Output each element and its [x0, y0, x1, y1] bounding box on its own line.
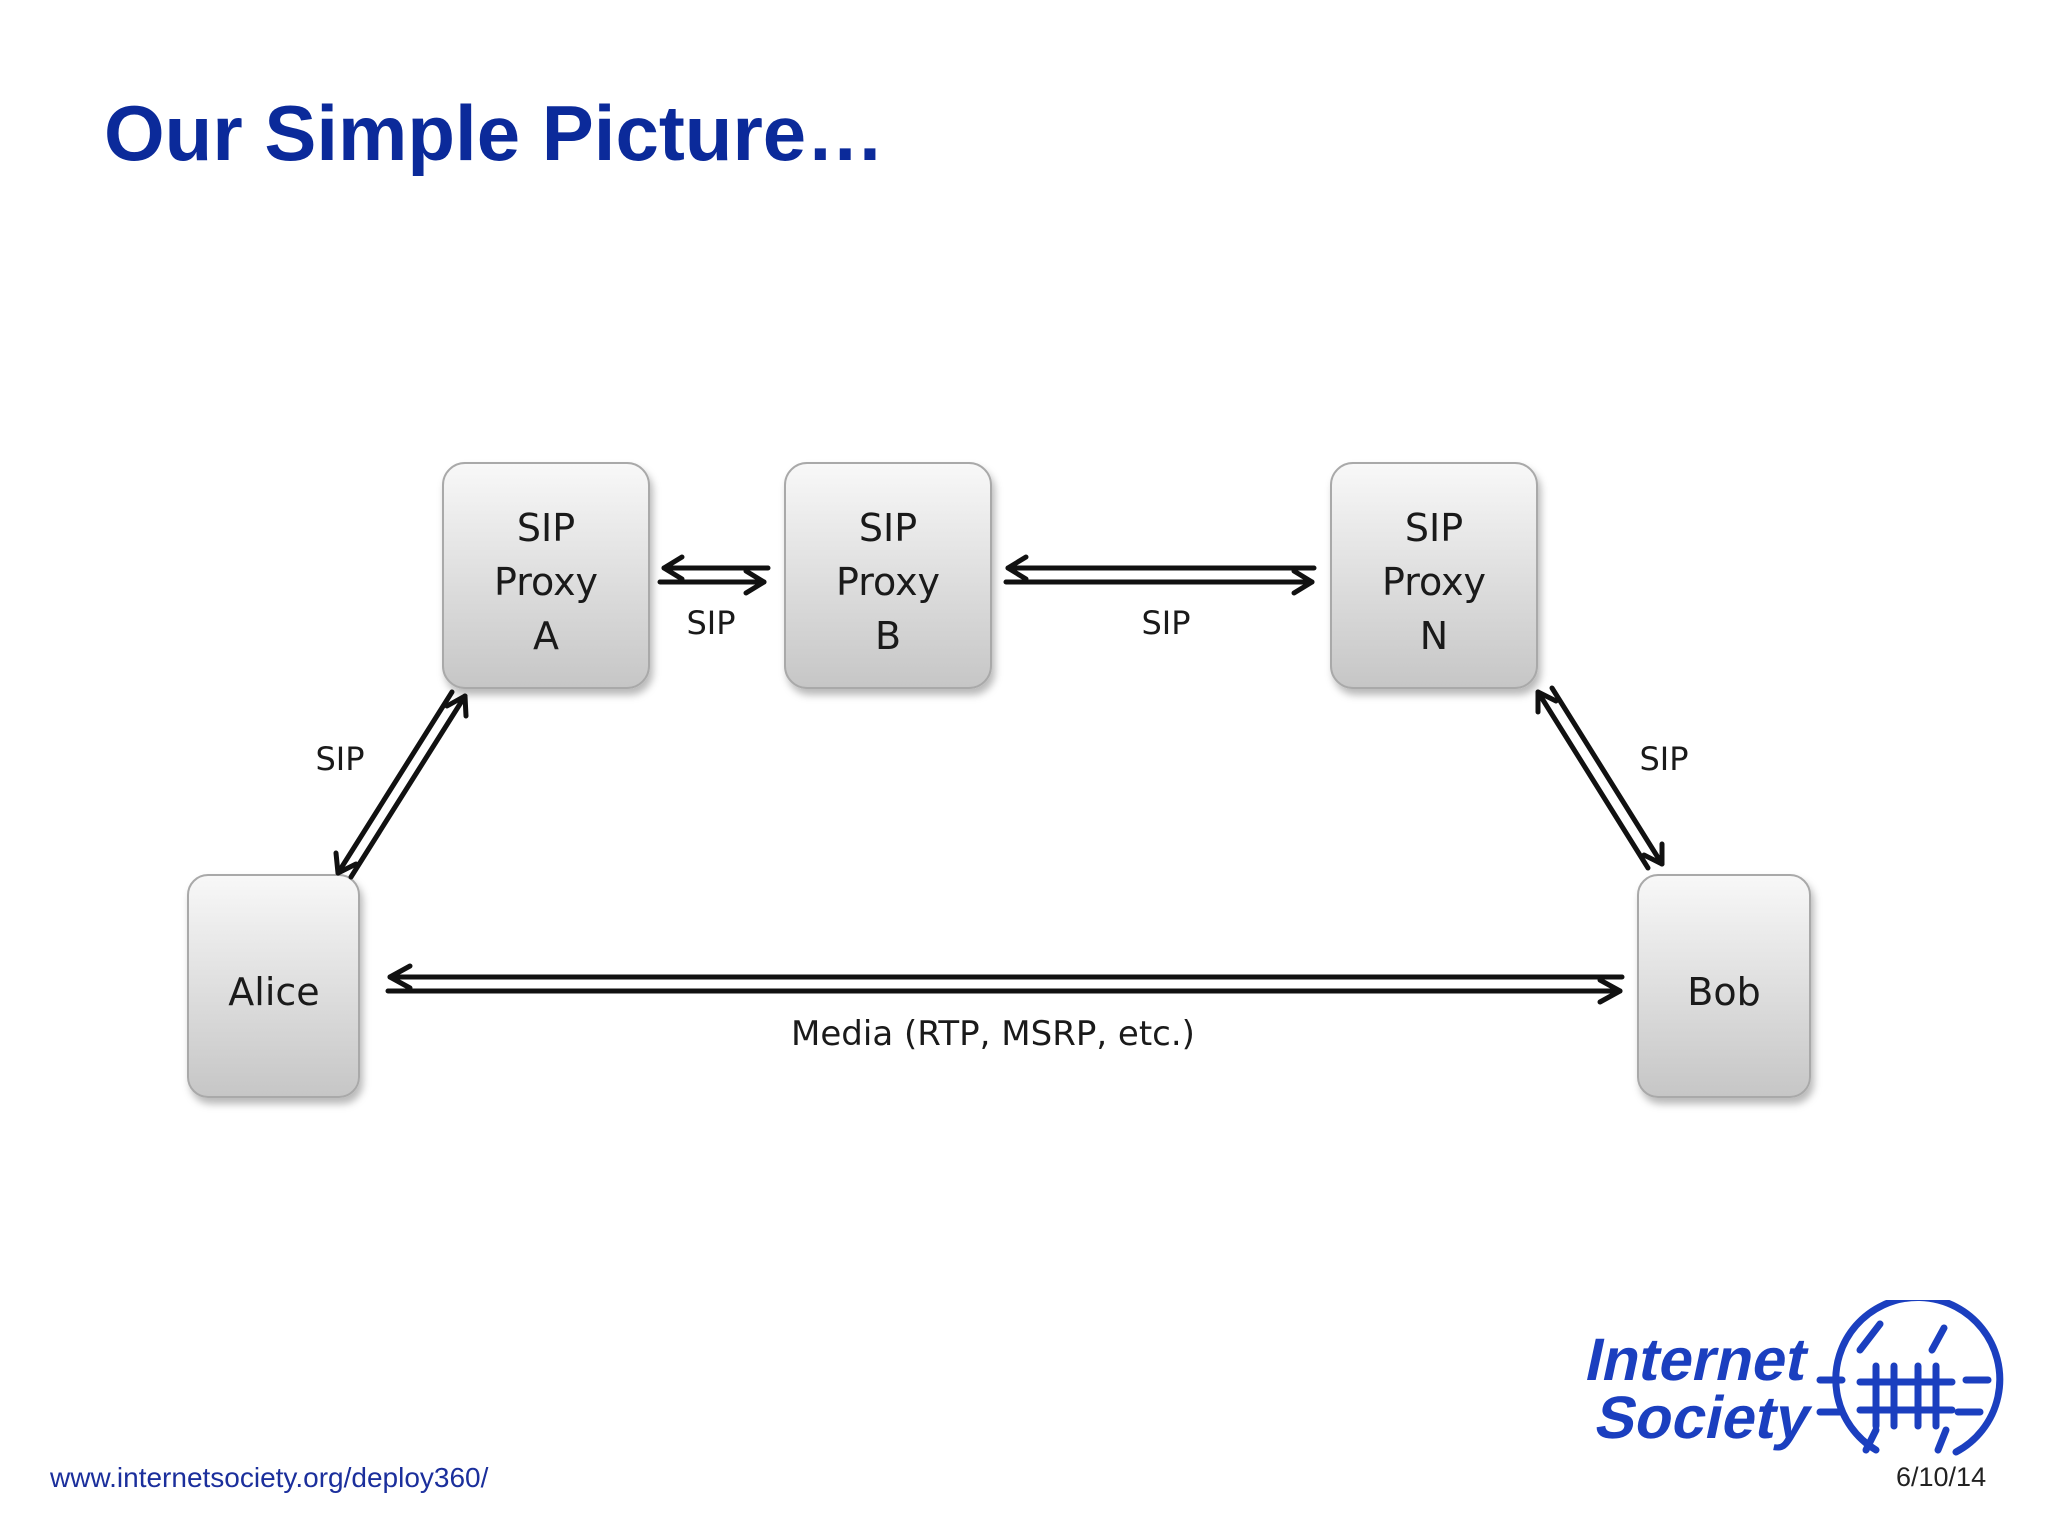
- logo-text-internet: Internet: [1580, 1326, 1814, 1393]
- edge-label-media: Media (RTP, MSRP, etc.): [791, 1014, 1195, 1054]
- edge-alice-proxy-a: [333, 689, 469, 880]
- node-bob: Bob: [1637, 874, 1811, 1098]
- slide-title: Our Simple Picture…: [104, 89, 885, 177]
- edge-label-alice-a: SIP: [315, 740, 364, 778]
- logo-wordmark: Internet Society: [1580, 1326, 1818, 1451]
- edge-alice-bob-media: [385, 963, 1625, 1005]
- node-sip-proxy-a: SIP Proxy A: [442, 462, 650, 689]
- node-label: N: [1420, 614, 1448, 658]
- footer-date: 6/10/14: [1896, 1462, 1987, 1492]
- edge-label-b-n: SIP: [1141, 604, 1190, 642]
- globe-icon: [1816, 1300, 2004, 1456]
- node-label: Bob: [1687, 970, 1760, 1014]
- node-label: SIP: [517, 506, 575, 550]
- footer-url[interactable]: www.internetsociety.org/deploy360/: [50, 1462, 489, 1493]
- node-label: Proxy: [836, 560, 940, 604]
- edge-label-n-bob: SIP: [1639, 740, 1688, 778]
- edge-proxy-b-proxy-n: [1003, 554, 1317, 596]
- node-label: A: [533, 614, 559, 658]
- edge-proxy-a-proxy-b: [657, 554, 771, 596]
- internet-society-logo: Internet Society: [1580, 1300, 2004, 1456]
- node-label: Proxy: [494, 560, 598, 604]
- node-label: SIP: [859, 506, 917, 550]
- node-label: SIP: [1405, 506, 1463, 550]
- node-label: B: [875, 614, 901, 658]
- node-sip-proxy-b: SIP Proxy B: [784, 462, 992, 689]
- node-label: Alice: [228, 970, 319, 1014]
- edge-label-a-b: SIP: [686, 604, 735, 642]
- logo-text-society: Society: [1590, 1384, 1818, 1451]
- node-sip-proxy-n: SIP Proxy N: [1330, 462, 1538, 689]
- edge-proxy-n-bob: [1535, 685, 1665, 871]
- node-label: Proxy: [1382, 560, 1486, 604]
- node-alice: Alice: [187, 874, 360, 1098]
